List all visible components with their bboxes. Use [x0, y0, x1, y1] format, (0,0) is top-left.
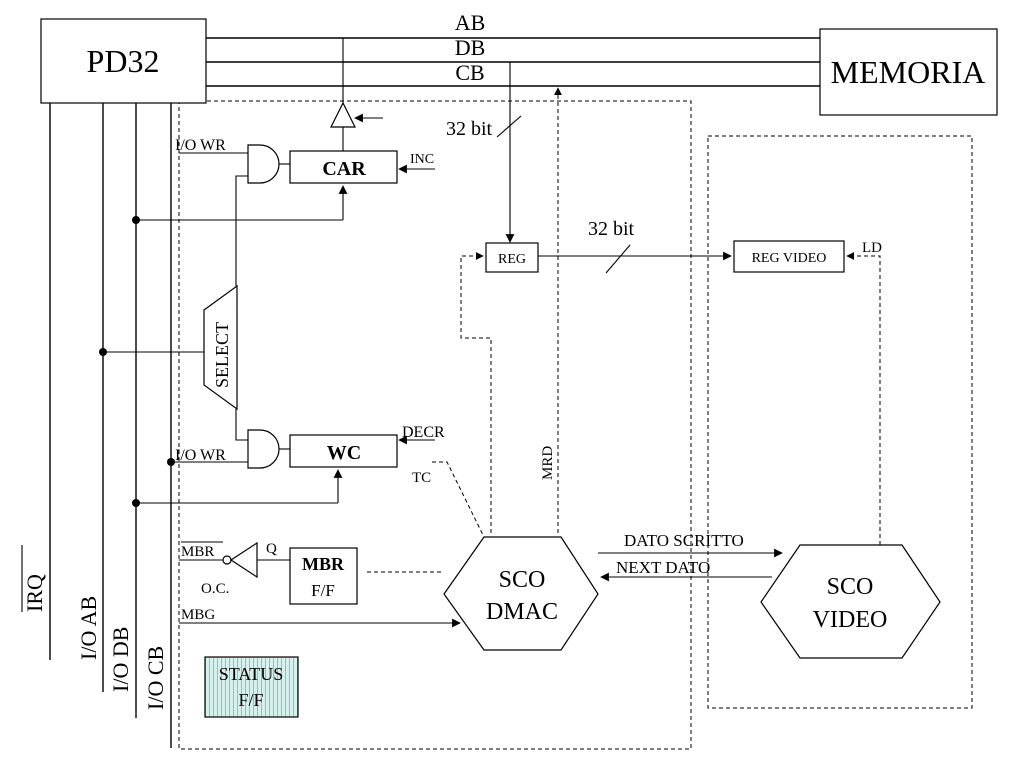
junction-dot — [167, 458, 175, 466]
sco-video-label-1: SCO — [827, 574, 874, 600]
mbr-neg-label: MBR — [181, 544, 214, 560]
cb-label: CB — [455, 60, 484, 85]
mbr-label: MBR — [302, 554, 345, 574]
irq-label: IRQ — [22, 574, 47, 612]
tristate-buffer-icon — [330, 101, 356, 128]
sco-dmac-label-2: DMAC — [486, 599, 558, 625]
and-gate-bottom-icon — [247, 429, 280, 469]
mrd-label: MRD — [540, 446, 556, 480]
ab-label: AB — [455, 10, 486, 35]
io-ab-label: I/O AB — [76, 596, 101, 660]
ld-label: LD — [862, 240, 882, 256]
select-label: SELECT — [212, 322, 232, 388]
bus-width-slash — [605, 244, 631, 274]
dmac-to-reg-wire — [460, 252, 492, 533]
db-label: DB — [455, 35, 486, 60]
sco-dmac-block — [443, 536, 599, 651]
reg-register — [485, 242, 539, 273]
q-label: Q — [266, 541, 277, 557]
memoria-label: MEMORIA — [831, 54, 986, 90]
reg-video-register — [733, 240, 845, 273]
car-label: CAR — [322, 158, 366, 180]
junction-dot — [99, 348, 107, 356]
sco-video-label-2: VIDEO — [813, 607, 888, 633]
car-register — [289, 150, 398, 184]
mbr-flipflop — [289, 547, 358, 605]
io-wr-top-label: I/O WR — [175, 137, 226, 154]
mbr-ff-label: F/F — [311, 581, 335, 600]
bits-reg-label: 32 bit — [588, 218, 635, 240]
select-decoder — [203, 284, 238, 411]
reg-label: REG — [498, 252, 526, 267]
dmac-module-border — [178, 100, 692, 750]
junction-dot — [132, 216, 140, 224]
decr-label: DECR — [402, 424, 445, 441]
select-to-and-top-wire — [235, 175, 248, 286]
sco-video-block — [760, 544, 941, 659]
reg-video-label: REG VIDEO — [752, 251, 827, 266]
oc-label: O.C. — [201, 581, 229, 597]
io-cb-label: I/O CB — [143, 646, 168, 710]
sco-dmac-label-1: SCO — [499, 567, 546, 593]
inc-label: INC — [410, 152, 434, 167]
select-to-and-bottom-wire — [235, 409, 248, 441]
pd32-label: PD32 — [87, 43, 160, 79]
inverter-bubble-icon — [222, 555, 232, 565]
memoria-block — [819, 28, 998, 116]
pd32-block — [40, 18, 207, 104]
bits-db-label: 32 bit — [446, 118, 493, 140]
dato-scritto-label: DATO SCRITTO — [624, 531, 744, 550]
tc-label: TC — [412, 470, 431, 486]
status-ff-label: F/F — [238, 690, 263, 710]
video-module-border — [707, 135, 973, 709]
io-wr-bottom-label: I/O WR — [175, 447, 226, 464]
inverter-icon — [229, 541, 258, 579]
bus-width-slash — [496, 115, 522, 138]
tc-signal-wire — [432, 461, 484, 536]
wc-register — [289, 434, 398, 468]
junction-dot — [132, 499, 140, 507]
status-label: STATUS — [219, 664, 284, 684]
status-flipflop — [204, 656, 299, 718]
io-db-label: I/O DB — [108, 627, 133, 692]
ld-signal-wire — [846, 252, 881, 545]
mbg-label: MBG — [181, 607, 215, 623]
wc-label: WC — [327, 442, 361, 464]
next-dato-label: NEXT DATO — [616, 558, 710, 577]
and-gate-top-icon — [247, 144, 280, 184]
